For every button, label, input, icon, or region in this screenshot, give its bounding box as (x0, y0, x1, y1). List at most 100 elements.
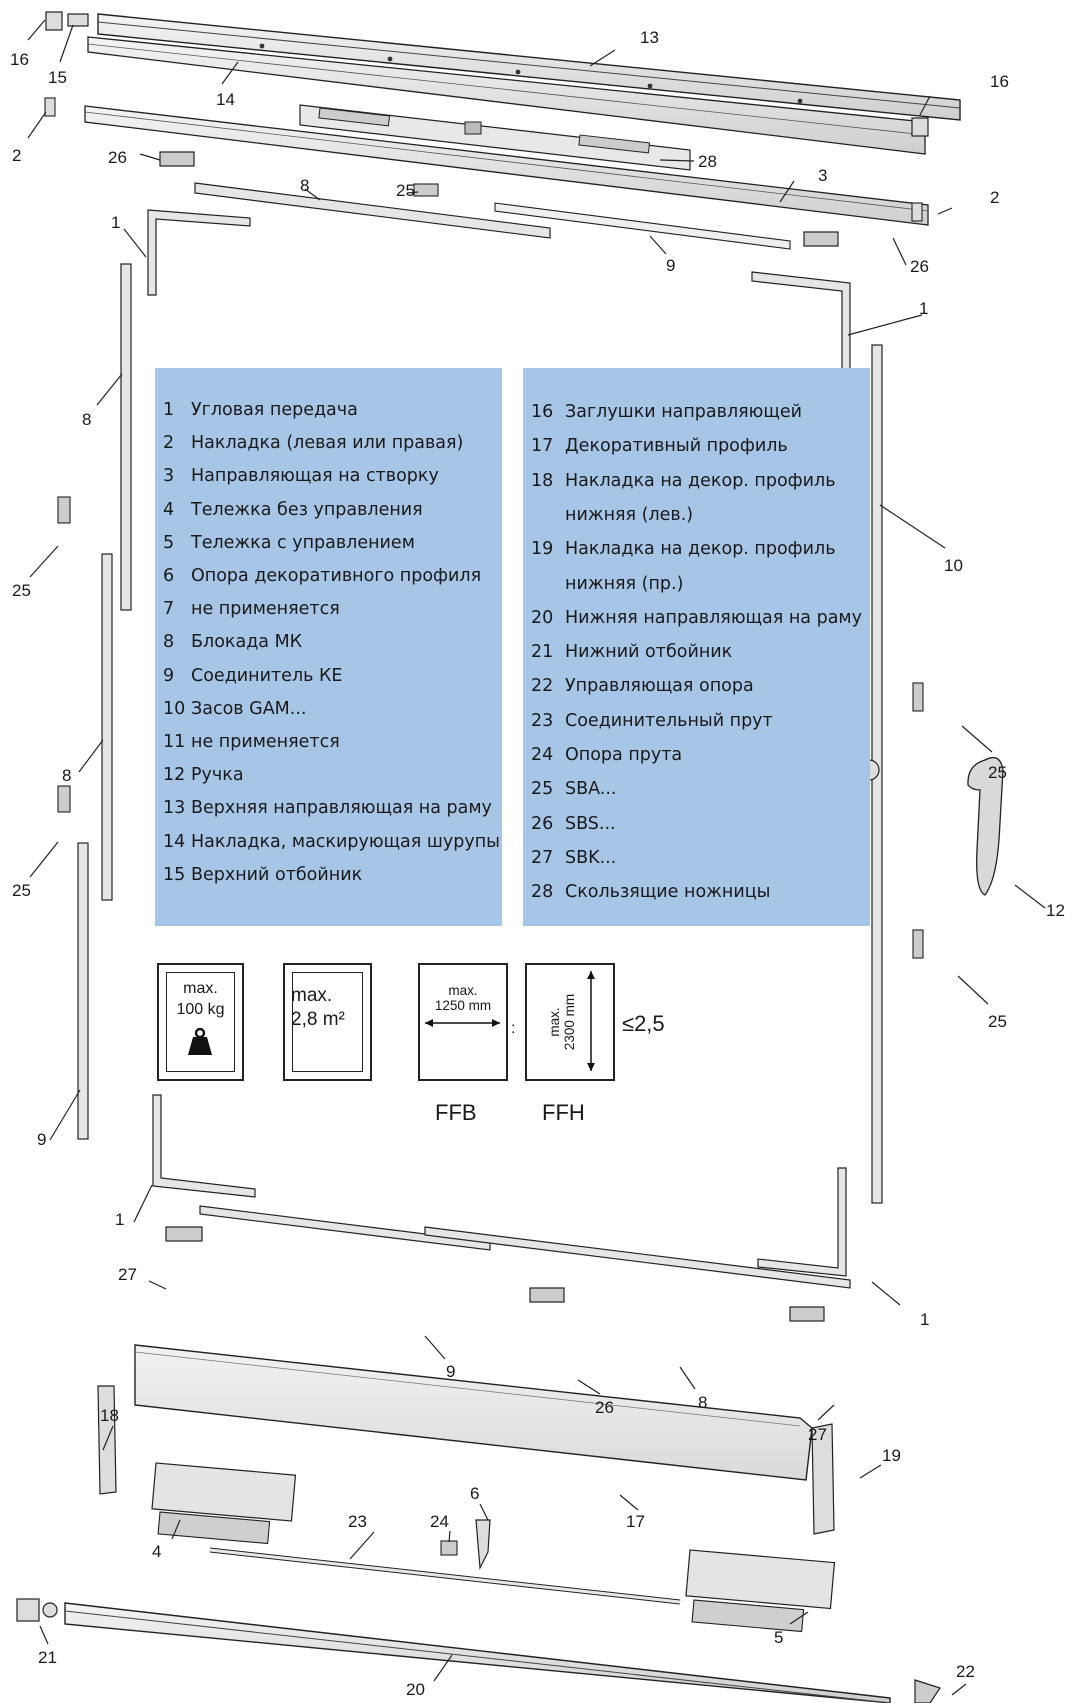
legend-item-text: Засов GAM... (191, 698, 307, 719)
legend-item-number: 1 (163, 400, 175, 420)
legend-item-number: 22 (531, 676, 554, 697)
legend-item-text: SBK... (565, 847, 617, 868)
legend-item-text: Нижний отбойник (565, 642, 733, 663)
legend-item-text: Скользящие ножницы (565, 882, 771, 903)
callout-25: 25 (988, 763, 1007, 782)
width-arrow-icon (425, 1019, 500, 1027)
legend-item-number: 5 (163, 532, 175, 553)
legend-item-text: Блокада МК (191, 632, 303, 653)
callout-8: 8 (62, 766, 72, 785)
legend-item-number: 27 (531, 847, 554, 868)
callout-28: 28 (698, 152, 717, 171)
decorative-profile (134, 1344, 813, 1481)
legend-item-text: Опора декоративного профиля (191, 566, 482, 586)
max-area-box: max. 2,8 m² (283, 963, 372, 1081)
legend-item-number: 25 (531, 779, 554, 800)
ratio-separator: : (511, 1020, 516, 1037)
legend-item-text: Накладка (левая или правая) (191, 433, 464, 454)
legend-item-text: Угловая передача (191, 400, 358, 420)
callout-6: 6 (470, 1484, 480, 1503)
legend-item-number: 21 (531, 642, 554, 663)
legend-item-number: 3 (163, 466, 175, 487)
top-sash-hardware (147, 182, 851, 379)
legend-item-number: 14 (163, 831, 186, 852)
left-vertical-bars (77, 263, 132, 1140)
callout-21: 21 (38, 1648, 57, 1667)
legend-item-text: Тележка без управления (191, 499, 423, 520)
callout-20: 20 (406, 1680, 425, 1699)
legend-item-21: 21 Нижний отбойник (531, 640, 732, 664)
legend-item-text: Декоративный профиль (565, 436, 788, 457)
legend-item-text: Соединительный прут (565, 710, 773, 731)
legend-item-text: не применяется (191, 599, 340, 620)
supports-and-rod (209, 1519, 681, 1605)
bottom-sash-hardware (152, 1094, 851, 1289)
legend-item-number: 16 (531, 402, 554, 422)
callout-27: 27 (808, 1425, 827, 1444)
legend-item-number: 11 (163, 732, 186, 752)
legend-item-text: Опора прута (565, 745, 683, 765)
callout-22: 22 (956, 1662, 975, 1681)
callout-8: 8 (82, 410, 92, 429)
legend-item-number: 12 (163, 765, 186, 786)
legend-item-text: Тележка с управлением (191, 532, 415, 553)
legend-item-text: SBS... (565, 813, 616, 834)
height-arrow-icon (587, 971, 595, 1071)
legend-item-text: Управляющая опора (565, 676, 754, 697)
top-buffer-and-caps (44, 11, 929, 222)
legend-item-number: 17 (531, 436, 554, 457)
sliding-scissors (299, 104, 691, 171)
bottom-buffer (16, 1598, 58, 1622)
callout-5: 5 (774, 1628, 784, 1647)
max-width-value: 1250 mm (434, 998, 492, 1013)
callout-18: 18 (100, 1406, 119, 1425)
weight-icon (188, 1027, 212, 1055)
small-keeper-blocks (57, 151, 924, 1322)
legend-item-number: 7 (163, 599, 175, 620)
legend-panel-left (155, 368, 502, 926)
legend-item-number: 24 (531, 745, 554, 765)
callout-1: 1 (115, 1210, 125, 1229)
callout-25: 25 (12, 881, 31, 900)
legend-item-number: 8 (163, 632, 175, 653)
max-area-value: 2,8 m² (291, 1009, 345, 1030)
callout-16: 16 (990, 72, 1009, 91)
callout-25: 25 (396, 181, 415, 200)
callout-17: 17 (626, 1512, 645, 1531)
callout-9: 9 (666, 256, 676, 275)
bottom-frame-rail (64, 1602, 891, 1703)
max-height-text: max. 2300 mm (547, 967, 577, 1077)
legend-item-5: 5 Тележка с управлением (163, 531, 415, 555)
callout-1: 1 (920, 1310, 930, 1329)
screw-cover-strip (87, 36, 926, 155)
callout-3: 3 (818, 166, 828, 185)
callout-26: 26 (108, 148, 127, 167)
legend-item-1: 1 Угловая передача (163, 398, 358, 422)
legend-item-number: 2 (163, 433, 175, 454)
legend-item-text: Накладка на декор. профиль (565, 539, 836, 560)
control-support (914, 1679, 941, 1703)
legend-item-2: 2 Накладка (левая или правая) (163, 431, 463, 455)
legend-item-number: 4 (163, 499, 175, 520)
legend-item-7: 7 не применяется (163, 597, 340, 621)
max-area-label: max. (291, 985, 333, 1006)
callout-2: 2 (12, 146, 22, 165)
legend-item-text: Верхняя направляющая на раму (191, 798, 492, 819)
top-frame-rail (97, 13, 961, 121)
legend-item-text: не применяется (191, 732, 340, 752)
